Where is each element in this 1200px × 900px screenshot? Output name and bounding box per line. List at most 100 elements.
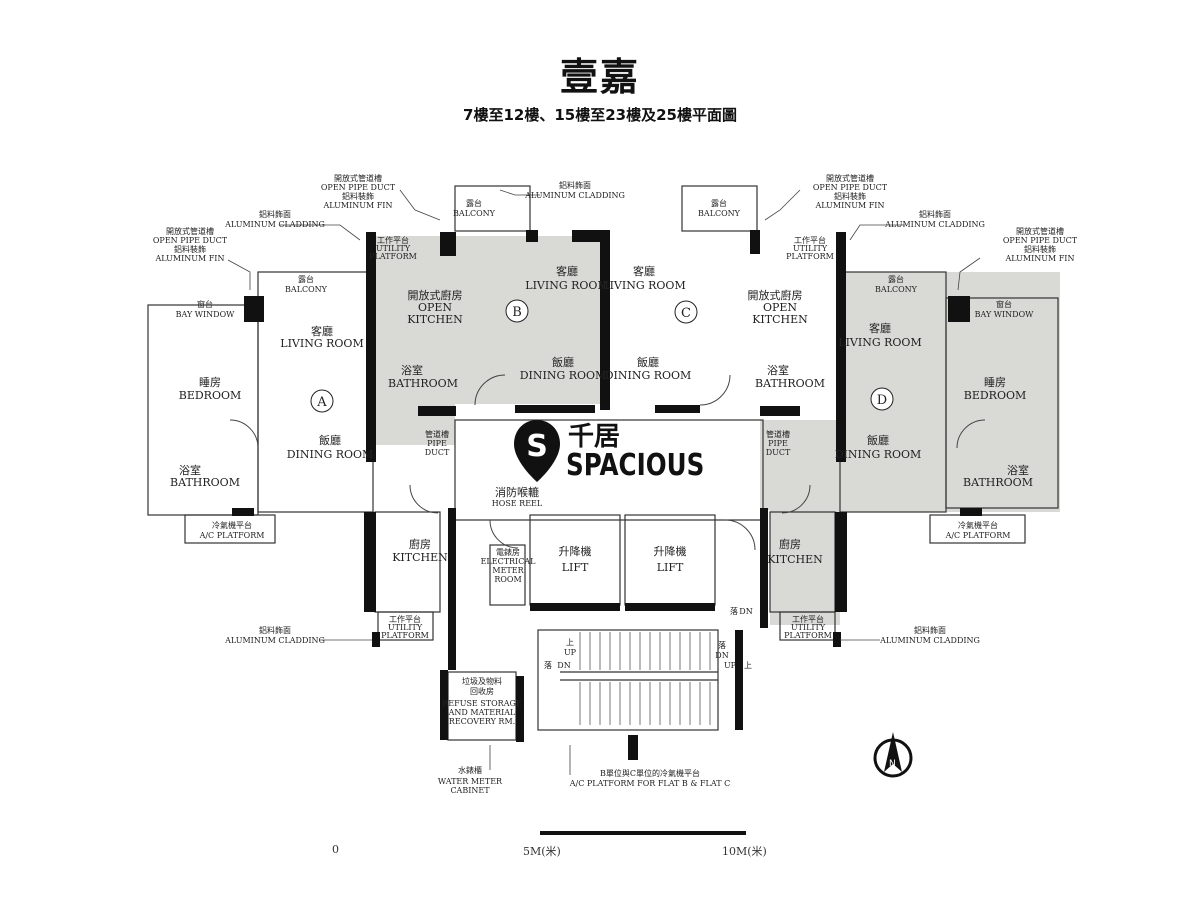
page-title: 壹嘉	[559, 55, 640, 99]
kitchen-label-cn-a: 廚房	[409, 537, 431, 551]
logo-mark: S	[526, 429, 548, 464]
ac-label-en-d: A/C PLATFORM	[945, 531, 1011, 540]
bathroom-label-cn-b: 浴室	[401, 363, 423, 377]
dining-label-cn-c: 飯廳	[637, 355, 659, 369]
note-fin-cn-1: 鋁料裝飾	[342, 191, 374, 201]
openkitchen-label-cn-b: 開放式廚房	[408, 288, 463, 302]
logo-text-en: SPACIOUS	[566, 448, 705, 483]
living-label-cn-c: 客廳	[633, 264, 655, 278]
note-water-meter-en1: WATER METER	[438, 777, 503, 786]
door-swings	[229, 374, 986, 551]
elecmeter-label-cn: 電錶房	[496, 547, 520, 557]
flat-letter-c: C	[681, 306, 691, 321]
ac-label-en-a: A/C PLATFORM	[199, 531, 265, 540]
hosereel-label-en: HOSE REEL	[492, 499, 543, 508]
flat-letter-a: A	[316, 395, 327, 410]
note-pipe-duct-cn-4: 開放式管道槽	[1016, 226, 1064, 236]
balcony-label-en-c: BALCONY	[698, 209, 741, 218]
scale-bar	[540, 831, 746, 835]
pipeduct-label-en1-b: PIPE	[427, 439, 447, 448]
note-cladding-cn-4: 鋁料飾面	[914, 625, 946, 635]
stair-up-cn-1: 上	[566, 638, 574, 647]
bedroom-label-cn-a: 睡房	[199, 376, 221, 389]
dining-label-en-d: DINING ROOM	[835, 448, 922, 461]
note-pipe-duct-en-1: OPEN PIPE DUCT	[321, 183, 396, 192]
lift-label-cn-1: 升降機	[559, 544, 592, 558]
note-cladding-en-4: ALUMINUM CLADDING	[879, 636, 980, 645]
note-fin-cn-3: 鋁料裝飾	[174, 244, 206, 254]
bathroom-label-cn-d: 浴室	[1007, 463, 1029, 477]
dining-label-cn-b: 飯廳	[552, 355, 574, 369]
leader-lines	[227, 189, 981, 775]
stair-dn-en-3: DN	[739, 607, 752, 616]
note-fin-cn-4: 鋁料裝飾	[1024, 244, 1056, 254]
lift-label-en-1: LIFT	[562, 561, 589, 574]
dining-label-en-a: DINING ROOM	[287, 448, 374, 461]
note-fin-cn-2: 鋁料裝飾	[834, 191, 866, 201]
refuse-label-cn1: 垃圾及物料	[462, 676, 502, 686]
pipeduct-label-cn-b: 管道槽	[425, 429, 449, 439]
utility-label-cn-d2: 工作平台	[792, 614, 824, 624]
pipeduct-label-cn-c: 管道槽	[766, 429, 790, 439]
hosereel-label-cn: 消防喉轆	[495, 485, 539, 499]
flat-letter-b: B	[512, 305, 522, 320]
stair-up-en-2: UP	[724, 661, 737, 670]
dining-label-cn-d: 飯廳	[867, 433, 889, 447]
note-pipe-duct-cn-1: 開放式管道槽	[334, 173, 382, 183]
ac-label-cn-a: 冷氣機平台	[212, 520, 252, 530]
scale-mid: 5M(米)	[523, 845, 561, 858]
note-cladding-cn-2: 鋁料飾面	[919, 209, 951, 219]
stair-treads	[579, 632, 711, 725]
balcony-label-cn-d: 露台	[888, 274, 904, 284]
note-cladding-en-2: ALUMINUM CLADDING	[884, 220, 985, 229]
balcony-label-cn-c: 露台	[711, 198, 727, 208]
refuse-label-en2: AND MATERIAL	[448, 708, 516, 717]
utility-label-en1-a2: UTILITY	[388, 623, 423, 632]
note-cladding-cn-1: 鋁料飾面	[259, 209, 291, 219]
balcony-label-en-d: BALCONY	[875, 285, 918, 294]
stair-dn-cn-3: 落	[730, 606, 738, 616]
kitchen-label-cn-d: 廚房	[779, 537, 801, 551]
dining-label-en-b: DINING ROOM	[520, 369, 607, 382]
note-cladding-cn-3: 鋁料飾面	[259, 625, 291, 635]
living-label-cn-a: 客廳	[311, 324, 333, 338]
lift-label-en-2: LIFT	[657, 561, 684, 574]
dining-label-cn-a: 飯廳	[319, 433, 341, 447]
bathroom-label-cn-a: 浴室	[179, 463, 201, 477]
note-water-meter-cn: 水錶櫃	[458, 765, 482, 775]
flat-marker-d	[870, 387, 894, 411]
bedroom-label-en-d: BEDROOM	[964, 389, 1027, 402]
balcony-label-cn-a: 露台	[298, 274, 314, 284]
utility-label-cn-c: 工作平台	[794, 235, 826, 245]
utility-label-en1-d2: UTILITY	[791, 623, 826, 632]
bathroom-label-en-d: BATHROOM	[963, 476, 1033, 489]
utility-label-en2-c: PLATFORM	[786, 252, 834, 261]
note-cladding-en-top: ALUMINUM CLADDING	[524, 191, 625, 200]
refuse-label-cn2: 回收房	[470, 686, 494, 696]
openkitchen-label-en2-c: KITCHEN	[752, 313, 808, 326]
utility-label-en2-a: PLATFORM	[369, 252, 417, 261]
note-water-meter-en2: CABINET	[450, 786, 490, 795]
logo-text-cn: 千居	[568, 422, 621, 452]
elecmeter-label-en1: ELECTRICAL	[481, 557, 537, 566]
ac-label-cn-d: 冷氣機平台	[958, 520, 998, 530]
note-ac-bc-en: A/C PLATFORM FOR FLAT B & FLAT C	[569, 779, 730, 788]
note-fin-en-3: ALUMINUM FIN	[155, 254, 225, 263]
north-letter: N	[889, 759, 896, 769]
bedroom-label-cn-d: 睡房	[984, 376, 1006, 389]
flat-marker-b	[505, 299, 529, 323]
note-fin-en-4: ALUMINUM FIN	[1005, 254, 1075, 263]
page-subtitle: 7樓至12樓、15樓至23樓及25樓平面圖	[463, 106, 737, 124]
scale-end: 10M(米)	[722, 845, 767, 858]
spacious-logo-icon: S	[514, 420, 560, 482]
openkitchen-label-en1-b: OPEN	[418, 301, 452, 314]
living-label-cn-d: 客廳	[869, 321, 891, 335]
note-ac-bc-cn: B單位與C單位的冷氣機平台	[600, 768, 700, 778]
utility-label-en2-d2: PLATFORM	[784, 631, 832, 640]
kitchen-label-en-d: KITCHEN	[767, 553, 823, 566]
stair-dn-cn-1: 落	[544, 660, 552, 670]
utility-label-cn-a2: 工作平台	[389, 614, 421, 624]
scale-zero: 0	[332, 843, 339, 856]
dining-label-en-c: DINING ROOM	[605, 369, 692, 382]
note-fin-en-2: ALUMINUM FIN	[815, 201, 885, 210]
